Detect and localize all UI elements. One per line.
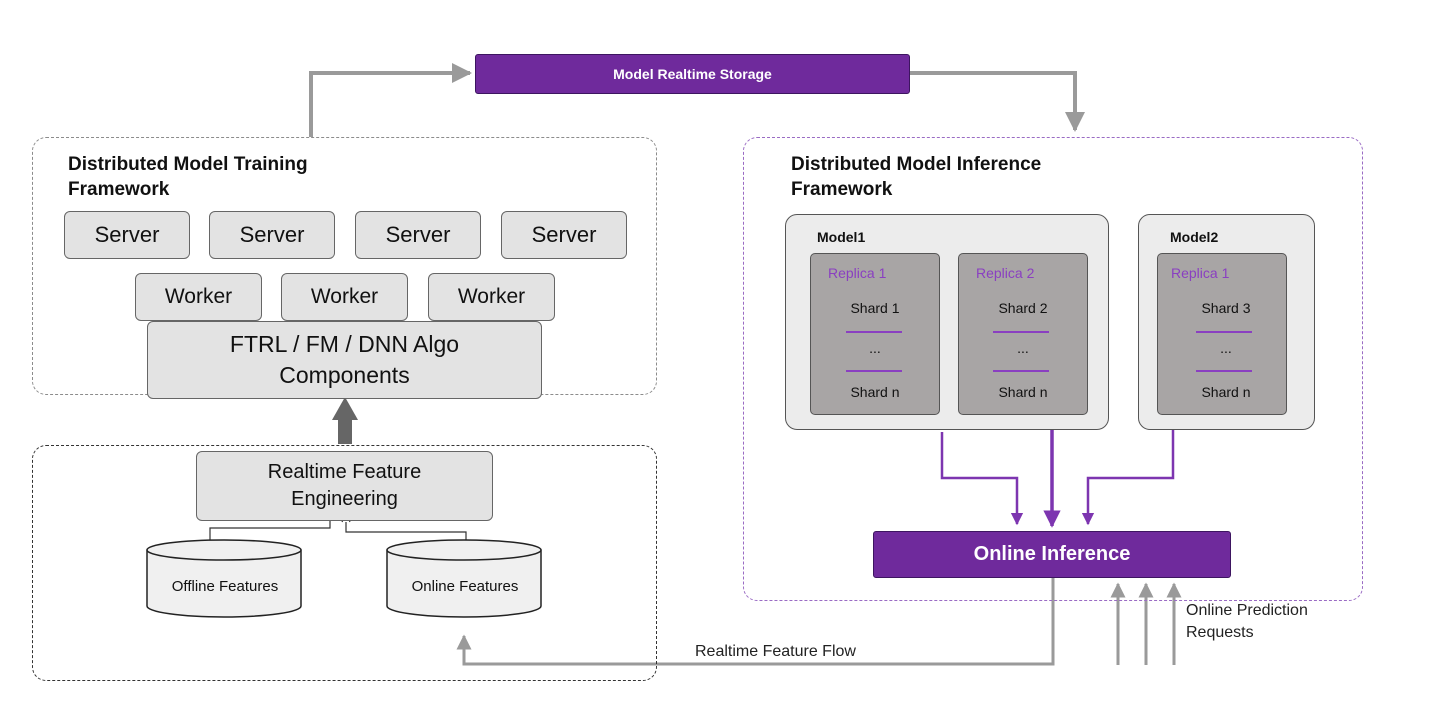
replica1-to-inference-arrow — [940, 432, 1024, 526]
online-features-label: Online Features — [411, 578, 519, 595]
shard-ellipsis: ... — [1017, 340, 1029, 356]
training-to-storage-arrow — [309, 63, 472, 137]
model2-label: Model2 — [1170, 229, 1219, 245]
model2-to-inference-arrow — [1081, 430, 1175, 526]
shard-label: Shard n — [998, 384, 1048, 400]
model-realtime-storage: Model Realtime Storage — [475, 54, 910, 94]
storage-to-inference-arrow — [910, 71, 1085, 132]
online-inference-label: Online Inference — [973, 543, 1131, 565]
realtime-feature-engineering-box: Realtime Feature Engineering — [196, 451, 493, 521]
worker-box: Worker — [281, 273, 408, 321]
model1-replica1 — [810, 253, 940, 415]
inference-framework-frame — [743, 137, 1363, 601]
offline-to-fe-line — [209, 520, 331, 540]
inference-framework-title: Distributed Model Inference Framework — [791, 154, 1042, 200]
shard-divider — [993, 331, 1049, 333]
algo-components-box: FTRL / FM / DNN Algo Components — [147, 321, 542, 399]
shard-label: Shard n — [1201, 384, 1251, 400]
fe-to-algo-arrow — [332, 397, 358, 444]
replica-title: Replica 1 — [828, 265, 887, 281]
shard-divider — [1196, 370, 1252, 372]
model2-replica1 — [1157, 253, 1287, 415]
shard-label: Shard 3 — [1201, 300, 1251, 316]
storage-label: Model Realtime Storage — [613, 66, 772, 82]
model1-replica2 — [958, 253, 1088, 415]
shard-label: Shard n — [850, 384, 900, 400]
shard-ellipsis: ... — [869, 340, 881, 356]
online-features-cylinder — [386, 539, 542, 618]
feature-frame — [32, 445, 657, 681]
shard-divider — [993, 370, 1049, 372]
worker-box: Worker — [428, 273, 555, 321]
server-box: Server — [501, 211, 627, 259]
server-box: Server — [64, 211, 190, 259]
online-prediction-requests-label: Online Prediction Requests — [1186, 602, 1308, 641]
shard-divider — [1196, 331, 1252, 333]
model1-label: Model1 — [817, 229, 866, 245]
shard-divider — [846, 331, 902, 333]
shard-label: Shard 2 — [998, 300, 1048, 316]
training-framework-title: Distributed Model Training Framework — [68, 154, 308, 200]
online-inference-box: Online Inference — [873, 531, 1231, 578]
server-box: Server — [355, 211, 481, 259]
online-to-fe-line — [345, 522, 467, 540]
realtime-feature-flow-arrow — [456, 578, 1055, 666]
realtime-feature-flow-label: Realtime Feature Flow — [695, 643, 856, 660]
replica-title: Replica 2 — [976, 265, 1035, 281]
shard-ellipsis: ... — [1220, 340, 1232, 356]
offline-features-label: Offline Features — [171, 578, 279, 595]
shard-divider — [846, 370, 902, 372]
worker-box: Worker — [135, 273, 262, 321]
replica-title: Replica 1 — [1171, 265, 1230, 281]
server-box: Server — [209, 211, 335, 259]
shard-label: Shard 1 — [850, 300, 900, 316]
offline-features-cylinder — [146, 539, 302, 618]
